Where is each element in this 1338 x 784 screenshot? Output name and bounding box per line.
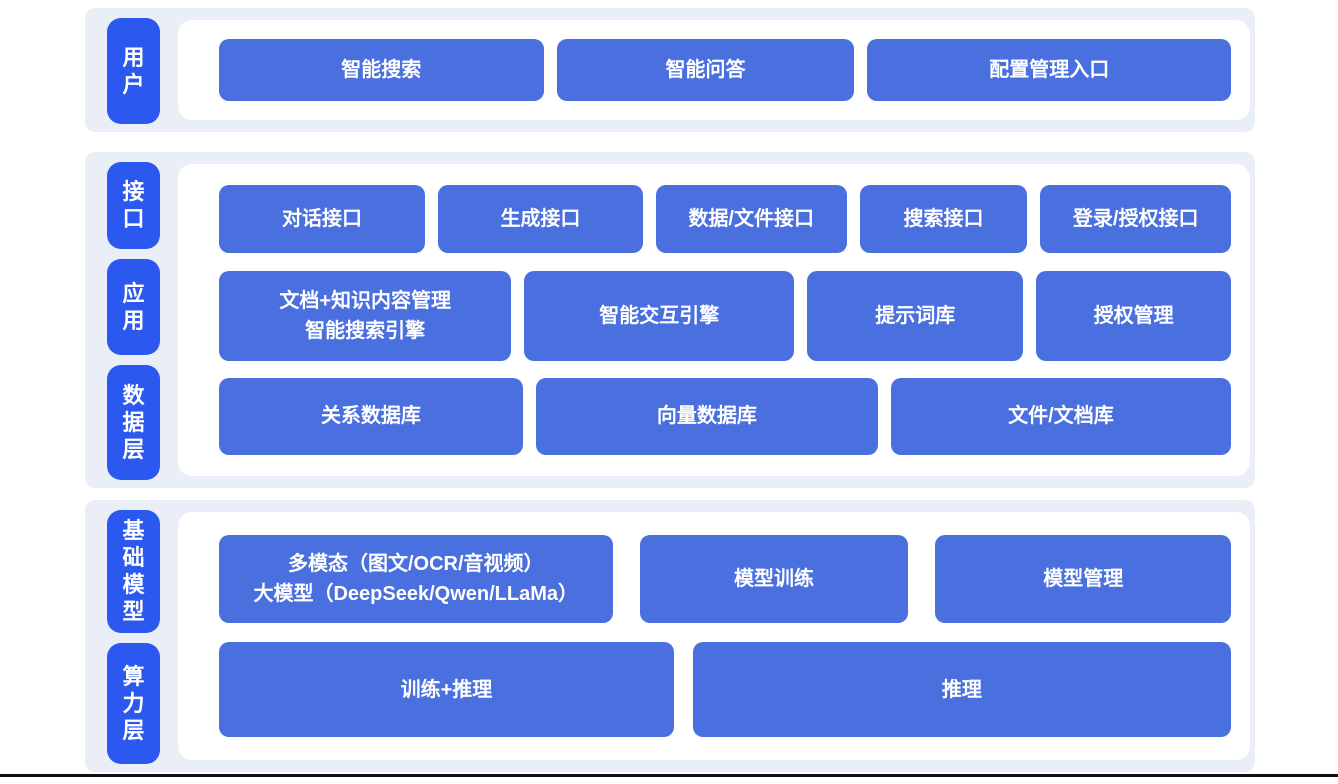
block-model-training: 模型训练 bbox=[639, 535, 909, 623]
block-label: 多模态（图文/OCR/音视频） bbox=[287, 553, 544, 575]
block-row: 文档+知识内容管理智能搜索引擎 智能交互引擎 提示词库 授权管理 bbox=[219, 270, 1231, 361]
layer-band-user-layer: 用户 智能搜索 智能问答 配置管理入口 bbox=[85, 8, 1255, 132]
block-row: 关系数据库 向量数据库 文件/文档库 bbox=[219, 377, 1231, 455]
block-dialog-api: 对话接口 bbox=[219, 185, 425, 254]
block-label: 模型管理 bbox=[1043, 568, 1124, 590]
block-label: 推理 bbox=[941, 678, 982, 701]
block-vector-database: 向量数据库 bbox=[535, 377, 878, 455]
block-smart-qa: 智能问答 bbox=[556, 39, 855, 101]
block-label: 授权管理 bbox=[1093, 304, 1174, 327]
layer-labels-column: 用户 bbox=[107, 8, 160, 132]
block-label: 关系数据库 bbox=[320, 405, 421, 428]
block-label: 文档+知识内容管理 bbox=[279, 289, 452, 312]
block-label: 模型训练 bbox=[733, 568, 814, 590]
layer-labels-column: 基础模型算力层 bbox=[107, 500, 160, 772]
block-row: 训练+推理 推理 bbox=[219, 642, 1231, 737]
layer-label-application: 应用 bbox=[107, 258, 160, 356]
block-training-plus-inference: 训练+推理 bbox=[219, 642, 674, 737]
block-doc-knowledge-search-engine: 文档+知识内容管理智能搜索引擎 bbox=[219, 270, 512, 361]
layer-panel: 智能搜索 智能问答 配置管理入口 bbox=[178, 20, 1250, 120]
block-label: 提示词库 bbox=[875, 304, 956, 327]
layer-label-compute-layer: 算力层 bbox=[107, 642, 160, 764]
block-label: 智能搜索 bbox=[341, 59, 422, 81]
layer-diagram: 用户 智能搜索 智能问答 配置管理入口接口应用数据层 对话接口 生成接口 数据/文件接口 搜索… bbox=[85, 8, 1255, 772]
block-data-file-api: 数据/文件接口 bbox=[655, 185, 847, 254]
layer-panel: 对话接口 生成接口 数据/文件接口 搜索接口 登录/授权接口文档+知识内容管理智能搜索引… bbox=[178, 164, 1250, 476]
block-search-api: 搜索接口 bbox=[859, 185, 1028, 254]
block-multimodal-llm: 多模态（图文/OCR/音视频） 大模型（DeepSeek/Qwen/LLaMa） bbox=[219, 535, 613, 623]
block-label: 智能交互引擎 bbox=[599, 304, 720, 327]
block-config-management-entry: 配置管理入口 bbox=[867, 39, 1231, 101]
block-file-document-store: 文件/文档库 bbox=[890, 377, 1231, 455]
block-label: 大模型（DeepSeek/Qwen/LLaMa） bbox=[253, 583, 579, 605]
block-label: 智能搜索引擎 bbox=[305, 319, 426, 342]
block-label: 配置管理入口 bbox=[989, 59, 1110, 81]
block-prompt-library: 提示词库 bbox=[807, 270, 1024, 361]
block-inference: 推理 bbox=[692, 642, 1231, 737]
block-label: 数据/文件接口 bbox=[688, 208, 814, 231]
block-label: 生成接口 bbox=[500, 208, 581, 231]
block-smart-interaction-engine: 智能交互引擎 bbox=[524, 270, 795, 361]
block-label: 向量数据库 bbox=[656, 405, 757, 428]
block-row: 智能搜索 智能问答 配置管理入口 bbox=[219, 39, 1231, 101]
bottom-divider-line bbox=[0, 774, 1338, 777]
layer-label-interface: 接口 bbox=[107, 162, 160, 249]
block-generation-api: 生成接口 bbox=[437, 185, 643, 254]
layer-panel: 多模态（图文/OCR/音视频） 大模型（DeepSeek/Qwen/LLaMa） 模… bbox=[178, 512, 1250, 760]
block-row: 对话接口 生成接口 数据/文件接口 搜索接口 登录/授权接口 bbox=[219, 185, 1231, 254]
block-model-management: 模型管理 bbox=[935, 535, 1231, 623]
layer-label-foundation-model: 基础模型 bbox=[107, 510, 160, 633]
block-label: 训练+推理 bbox=[400, 678, 493, 701]
block-auth-management: 授权管理 bbox=[1036, 270, 1231, 361]
block-label: 对话接口 bbox=[281, 208, 362, 231]
layer-label-user: 用户 bbox=[107, 18, 160, 124]
block-label: 登录/授权接口 bbox=[1072, 208, 1199, 231]
block-login-auth-api: 登录/授权接口 bbox=[1040, 185, 1231, 254]
block-label: 搜索接口 bbox=[903, 208, 984, 231]
block-label: 智能问答 bbox=[665, 59, 746, 81]
layer-band-foundation-model-compute-layer: 基础模型算力层 多模态（图文/OCR/音视频） 大模型（DeepSeek/Qwen/… bbox=[85, 500, 1255, 772]
layer-label-data-layer: 数据层 bbox=[107, 365, 160, 480]
block-row: 多模态（图文/OCR/音视频） 大模型（DeepSeek/Qwen/LLaMa） 模… bbox=[219, 535, 1231, 623]
block-relational-database: 关系数据库 bbox=[219, 377, 523, 455]
layer-labels-column: 接口应用数据层 bbox=[107, 152, 160, 488]
layer-band-interface-application-data-layer: 接口应用数据层 对话接口 生成接口 数据/文件接口 搜索接口 登录/授权接口文档+知识内容… bbox=[85, 152, 1255, 488]
block-smart-search: 智能搜索 bbox=[219, 39, 544, 101]
block-label: 文件/文档库 bbox=[1008, 405, 1114, 428]
